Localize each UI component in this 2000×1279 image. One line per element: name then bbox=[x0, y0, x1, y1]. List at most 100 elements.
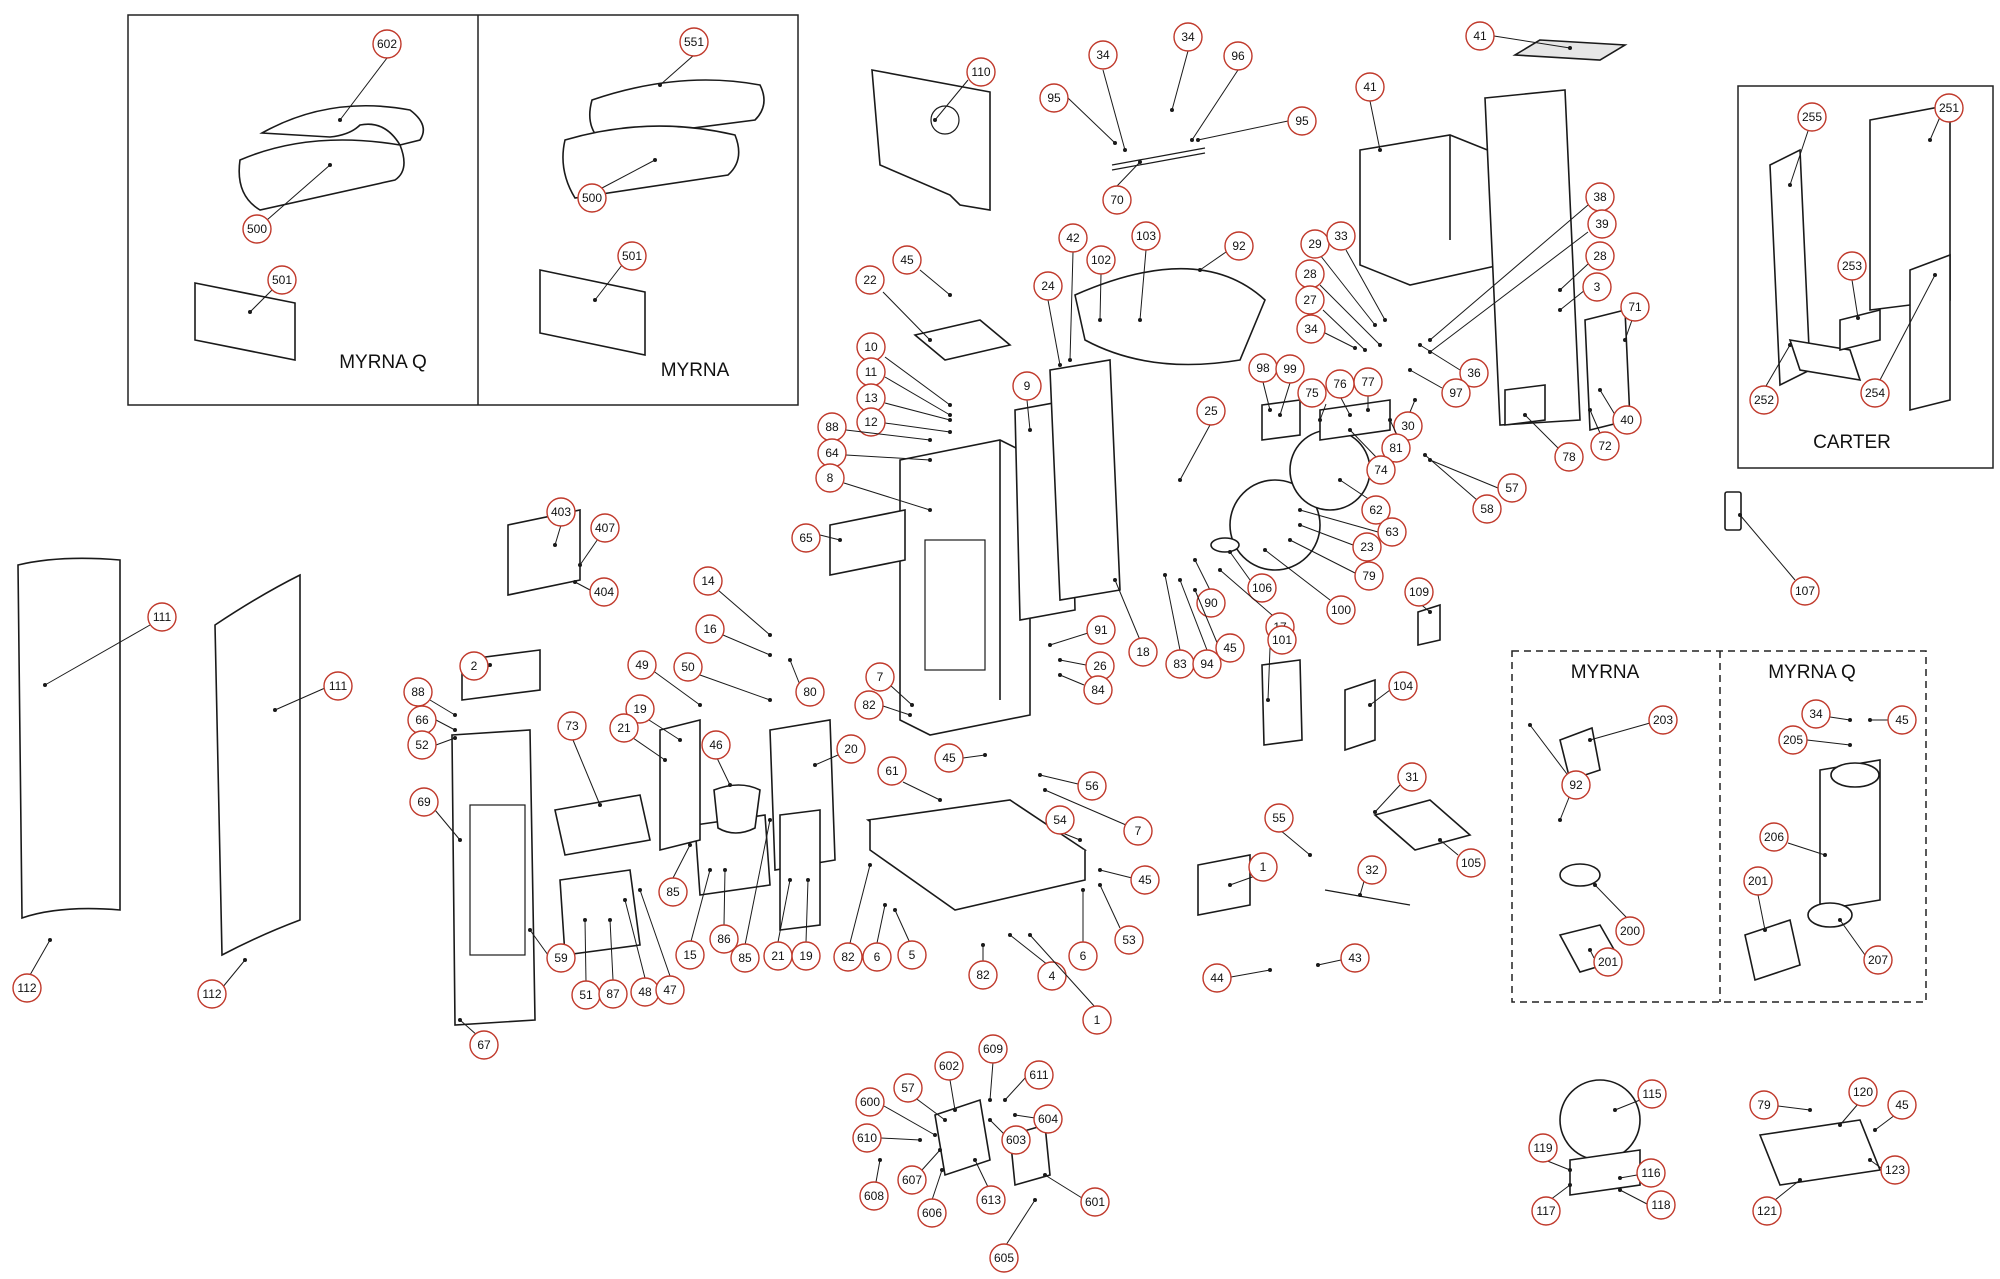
svg-text:9: 9 bbox=[1024, 379, 1031, 393]
callout-607: 607 bbox=[897, 1148, 942, 1195]
callout-11: 11 bbox=[856, 357, 952, 417]
callout-8: 8 bbox=[815, 463, 932, 512]
svg-text:602: 602 bbox=[377, 37, 397, 51]
callout-34-c: 34 bbox=[1296, 314, 1357, 350]
callout-79-b: 79 bbox=[1749, 1090, 1812, 1120]
callout-117: 117 bbox=[1531, 1183, 1572, 1226]
callout-407: 407 bbox=[578, 513, 620, 567]
label-myrna-kit: MYRNA bbox=[1571, 662, 1640, 683]
svg-text:31: 31 bbox=[1405, 770, 1419, 784]
svg-text:82: 82 bbox=[841, 950, 855, 964]
callout-66: 66 bbox=[407, 705, 457, 735]
svg-text:74: 74 bbox=[1374, 463, 1388, 477]
svg-text:45: 45 bbox=[1895, 1098, 1909, 1112]
part-plate-105 bbox=[1373, 799, 1472, 851]
callout-58: 58 bbox=[1423, 453, 1502, 524]
callout-206: 206 bbox=[1759, 822, 1827, 857]
part-motor-assembly bbox=[934, 1098, 1051, 1187]
callout-15: 15 bbox=[675, 868, 712, 970]
frame-border bbox=[127, 14, 799, 406]
callout-45-a: 45 bbox=[892, 245, 952, 297]
callout-76: 76 bbox=[1325, 369, 1355, 417]
callout-251: 251 bbox=[1928, 93, 1964, 142]
svg-text:8: 8 bbox=[827, 471, 834, 485]
svg-text:34: 34 bbox=[1304, 322, 1318, 336]
svg-text:609: 609 bbox=[983, 1042, 1003, 1056]
callout-88-a: 88 bbox=[817, 412, 932, 442]
svg-text:602: 602 bbox=[939, 1059, 959, 1073]
callout-253: 253 bbox=[1837, 251, 1867, 320]
svg-text:608: 608 bbox=[864, 1189, 884, 1203]
callout-38: 38 bbox=[1428, 182, 1615, 342]
svg-text:606: 606 bbox=[922, 1206, 942, 1220]
callout-92: 92 bbox=[1198, 231, 1254, 272]
callout-100: 100 bbox=[1263, 548, 1356, 625]
svg-text:88: 88 bbox=[825, 420, 839, 434]
callout-47: 47 bbox=[638, 888, 685, 1005]
callout-34-a: 34 bbox=[1088, 40, 1127, 152]
svg-text:501: 501 bbox=[272, 273, 292, 287]
svg-text:81: 81 bbox=[1389, 441, 1403, 455]
callout-56: 56 bbox=[1038, 771, 1107, 801]
callout-121: 121 bbox=[1752, 1178, 1802, 1226]
svg-text:206: 206 bbox=[1764, 830, 1784, 844]
callout-24: 24 bbox=[1033, 271, 1063, 367]
svg-text:201: 201 bbox=[1748, 874, 1768, 888]
svg-text:112: 112 bbox=[17, 981, 36, 995]
callout-102: 102 bbox=[1086, 245, 1116, 322]
callout-72: 72 bbox=[1588, 408, 1620, 461]
svg-text:98: 98 bbox=[1256, 361, 1270, 375]
svg-text:87: 87 bbox=[606, 987, 620, 1001]
callout-59: 59 bbox=[528, 928, 576, 973]
callout-606: 606 bbox=[917, 1168, 947, 1228]
svg-text:605: 605 bbox=[994, 1251, 1014, 1265]
svg-text:207: 207 bbox=[1868, 953, 1888, 967]
callout-95-a: 95 bbox=[1039, 83, 1117, 145]
part-top-plates-myrna-q bbox=[194, 104, 425, 361]
callout-84: 84 bbox=[1058, 673, 1113, 705]
part-side-panels-111 bbox=[17, 557, 301, 957]
svg-text:99: 99 bbox=[1283, 362, 1297, 376]
svg-text:200: 200 bbox=[1620, 924, 1640, 938]
svg-text:41: 41 bbox=[1473, 29, 1487, 43]
svg-text:63: 63 bbox=[1385, 525, 1399, 539]
svg-text:21: 21 bbox=[771, 949, 785, 963]
callout-57-a: 57 bbox=[1428, 458, 1527, 503]
svg-text:26: 26 bbox=[1093, 659, 1107, 673]
variant-frame-flue-kits: MYRNA MYRNA Q bbox=[1511, 650, 1927, 1003]
svg-text:19: 19 bbox=[799, 949, 813, 963]
callout-31: 31 bbox=[1373, 762, 1427, 814]
svg-text:62: 62 bbox=[1369, 503, 1383, 517]
callout-109: 109 bbox=[1404, 577, 1434, 614]
svg-text:67: 67 bbox=[477, 1038, 491, 1052]
svg-text:28: 28 bbox=[1303, 267, 1317, 281]
callout-603: 603 bbox=[988, 1118, 1031, 1155]
svg-text:85: 85 bbox=[666, 885, 680, 899]
callout-98: 98 bbox=[1248, 353, 1278, 412]
svg-text:201: 201 bbox=[1598, 955, 1618, 969]
callout-112-a: 112 bbox=[12, 938, 52, 1003]
svg-text:51: 51 bbox=[579, 988, 593, 1002]
callout-404: 404 bbox=[573, 577, 619, 607]
svg-text:121: 121 bbox=[1757, 1204, 1777, 1218]
svg-text:43: 43 bbox=[1348, 951, 1362, 965]
callout-57-b: 57 bbox=[893, 1073, 947, 1122]
frame-border bbox=[1511, 650, 1927, 1003]
callout-500: 500 bbox=[577, 158, 657, 213]
svg-text:14: 14 bbox=[701, 574, 715, 588]
svg-text:600: 600 bbox=[860, 1095, 880, 1109]
svg-text:42: 42 bbox=[1066, 231, 1080, 245]
part-firebox-body bbox=[899, 359, 1121, 736]
svg-text:252: 252 bbox=[1754, 393, 1774, 407]
callout-82-c: 82 bbox=[968, 943, 998, 990]
callout-55: 55 bbox=[1264, 803, 1312, 857]
callout-201-b: 201 bbox=[1743, 866, 1773, 932]
svg-text:107: 107 bbox=[1795, 584, 1815, 598]
svg-text:92: 92 bbox=[1232, 239, 1246, 253]
part-door-69 bbox=[451, 649, 541, 1026]
callout-27: 27 bbox=[1295, 285, 1367, 352]
callout-23: 23 bbox=[1298, 523, 1382, 562]
callout-61: 61 bbox=[877, 756, 942, 802]
svg-text:45: 45 bbox=[1138, 873, 1152, 887]
part-carter-panels bbox=[1769, 104, 1951, 412]
